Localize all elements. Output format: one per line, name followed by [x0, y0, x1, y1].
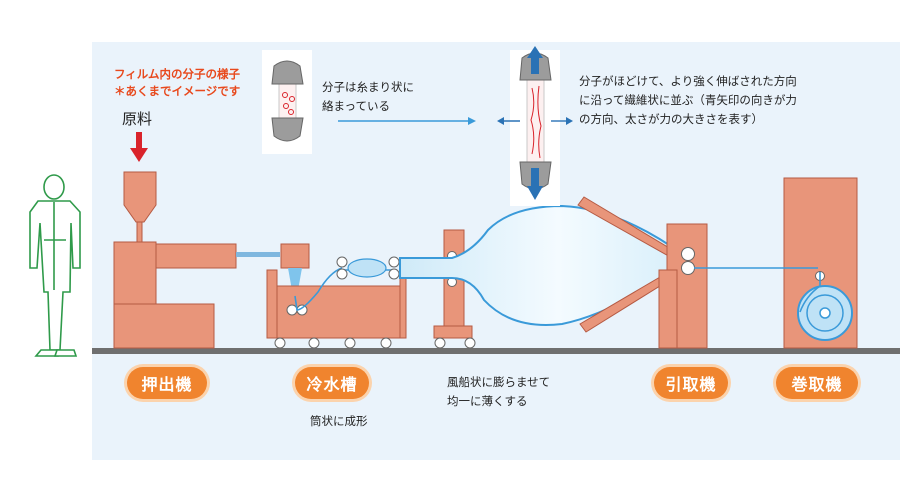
molecule-sample-aligned — [497, 46, 573, 206]
raw-material-label: 原料 — [122, 110, 153, 128]
molecule-sample-tangled — [262, 50, 312, 154]
winder-machine — [783, 177, 858, 349]
tube-forming-note: 筒状に成形 — [310, 414, 368, 428]
floor-line — [92, 348, 900, 354]
stage-label-cooling-tank: 冷水槽 — [295, 367, 369, 399]
extruder-machine — [113, 171, 280, 349]
collapsed-tube — [347, 258, 387, 278]
aligned-note-line1: 分子がほどけて、より強く伸ばされた方向 — [579, 74, 797, 88]
arrow-tangled-to-aligned — [338, 117, 476, 125]
molecule-note-title: フィルム内の分子の様子 — [114, 67, 241, 81]
worker-figure — [29, 174, 81, 357]
cooling-tank — [266, 243, 407, 349]
film-bubble — [399, 204, 690, 326]
tangled-note-line2: 絡まっている — [322, 99, 390, 113]
up-force-arrow — [527, 46, 543, 74]
stage-label-extruder: 押出機 — [127, 367, 207, 399]
tangled-note-line1: 分子は糸まり状に — [322, 80, 414, 94]
bubble-tower — [433, 229, 476, 349]
image-disclaimer: ＊あくまでイメージです — [114, 84, 241, 98]
aligned-note-line2: に沿って繊維状に並ぶ（青矢印の向きが力 — [579, 93, 797, 107]
film-to-winder — [694, 267, 821, 313]
balloon-note-line1: 風船状に膨らませて — [447, 375, 551, 389]
balloon-note-line2: 均一に薄くする — [447, 394, 528, 408]
raw-material-arrow — [130, 132, 148, 162]
pinch-rollers-tank — [336, 256, 400, 280]
aligned-note-line3: の方向、太さが力の大きさを表す） — [579, 112, 763, 126]
stage-label-take-off: 引取機 — [654, 367, 728, 399]
down-force-arrow — [527, 168, 543, 200]
stage-label-winder: 巻取機 — [776, 367, 858, 399]
